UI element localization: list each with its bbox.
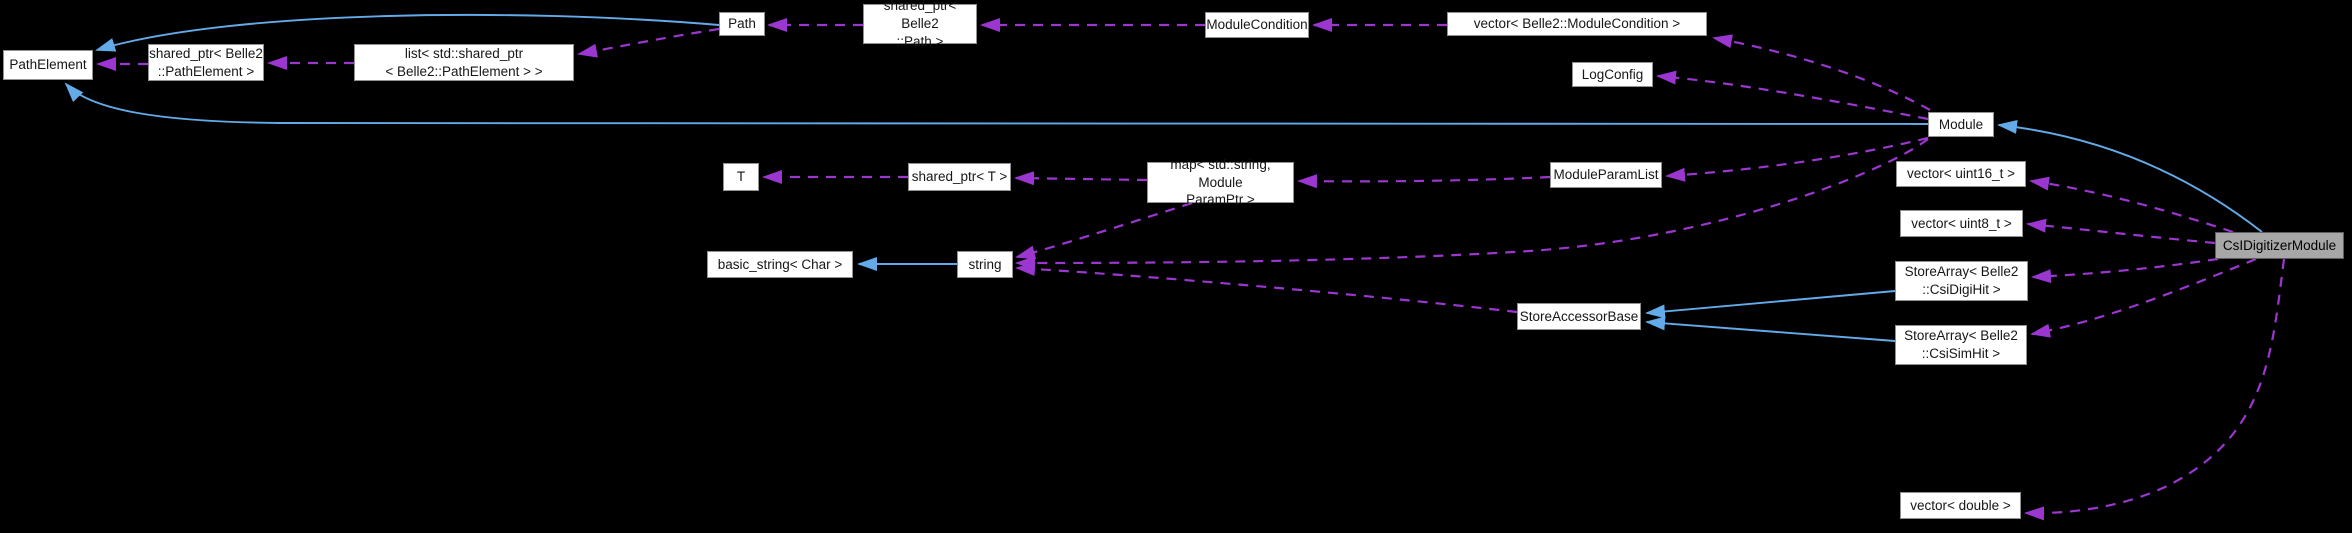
node-label: vector< Belle2::ModuleCondition > — [1473, 16, 1681, 32]
node-shared-ptr-pathelement[interactable]: shared_ptr< Belle2 ::PathElement > — [148, 44, 264, 81]
edge-csisimhit-storeaccessorbase — [1645, 316, 1896, 342]
node-label: LogConfig — [1581, 66, 1644, 82]
node-label: StoreArray< Belle2 ::CsiSimHit > — [1904, 328, 2018, 361]
edge-module-pathelement — [64, 82, 1929, 125]
edge-csidigitizermodule-csisimhit — [2030, 257, 2257, 338]
node-label: Module — [1938, 116, 1984, 132]
node-list-shared-ptr-pathelement[interactable]: list< std::shared_ptr < Belle2::PathElem… — [354, 44, 574, 81]
node-label: shared_ptr< Belle2 ::PathElement > — [149, 45, 263, 79]
node-pathelement[interactable]: PathElement — [3, 50, 93, 80]
node-storearray-csisimhit[interactable]: StoreArray< Belle2 ::CsiSimHit > — [1895, 325, 2027, 365]
node-vector-double[interactable]: vector< double > — [1900, 492, 2021, 519]
edge-module-vecmodulecondition — [1712, 34, 1931, 111]
edge-storeaccessorbase-string — [1015, 262, 1518, 314]
node-map-moduleparamptr[interactable]: map< std::string, Module ParamPtr > — [1147, 157, 1294, 207]
node-label: StoreArray< Belle2 ::CsiDigiHit > — [1904, 264, 2019, 297]
edge-map-spt — [1014, 171, 1148, 186]
edge-map-string — [1015, 201, 1193, 260]
node-shared-ptr-path[interactable]: shared_ptr< Belle2 ::Path > — [863, 0, 977, 49]
node-label: string — [968, 256, 1002, 272]
node-label: vector< double > — [1910, 497, 2011, 513]
node-label: shared_ptr< Belle2 ::Path > — [883, 0, 957, 49]
edge-path-pathelement — [95, 13, 720, 52]
edge-module-string — [1015, 138, 1929, 270]
node-label: list< std::shared_ptr < Belle2::PathElem… — [385, 45, 543, 79]
node-label: Path — [728, 16, 756, 32]
node-label: ModuleParamList — [1553, 167, 1659, 183]
node-vector-modulecondition[interactable]: vector< Belle2::ModuleCondition > — [1447, 12, 1707, 36]
node-path[interactable]: Path — [719, 12, 765, 36]
node-t[interactable]: T — [723, 163, 759, 191]
node-label: vector< uint16_t > — [1906, 166, 2016, 182]
node-storearray-csidigihit[interactable]: StoreArray< Belle2 ::CsiDigiHit > — [1895, 261, 2028, 301]
edge-csidigihit-storeaccessorbase — [1645, 290, 1896, 319]
node-label: shared_ptr< T > — [911, 169, 1008, 185]
node-label: CsIDigitizerModule — [2222, 237, 2337, 253]
edge-csidigitizermodule-vecuint8 — [2026, 218, 2216, 245]
node-logconfig[interactable]: LogConfig — [1572, 62, 1653, 87]
edge-moduleparamlist-map — [1297, 174, 1551, 189]
node-module[interactable]: Module — [1928, 112, 1994, 137]
edge-module-moduleparamlist — [1665, 136, 1929, 182]
edge-module-logconfig — [1656, 70, 1929, 121]
node-label: vector< uint8_t > — [1911, 215, 2012, 231]
node-label: map< std::string, Module ParamPtr > — [1170, 156, 1271, 208]
node-modulecondition[interactable]: ModuleCondition — [1205, 12, 1309, 38]
node-moduleparamlist[interactable]: ModuleParamList — [1550, 162, 1662, 188]
node-label: StoreAccessorBase — [1519, 308, 1639, 324]
edge-csidigitizermodule-csidigihit — [2031, 257, 2219, 284]
node-label: basic_string< Char > — [717, 256, 843, 272]
node-vector-uint8[interactable]: vector< uint8_t > — [1900, 210, 2023, 237]
node-label: PathElement — [9, 57, 87, 73]
edge-csidigitizermodule-vecuint16 — [2029, 176, 2234, 234]
edge-csidigitizermodule-vecdouble — [2024, 258, 2286, 521]
node-shared-ptr-t[interactable]: shared_ptr< T > — [908, 163, 1011, 191]
node-basic-string-char[interactable]: basic_string< Char > — [707, 251, 853, 278]
node-storeaccessorbase[interactable]: StoreAccessorBase — [1517, 303, 1641, 330]
edge-path-list — [577, 27, 720, 58]
node-label: ModuleCondition — [1206, 17, 1308, 33]
node-label: T — [736, 169, 746, 185]
node-csidigitizermodule[interactable]: CsIDigitizerModule — [2215, 232, 2344, 259]
edge-csidigitizermodule-module — [1997, 120, 2263, 233]
node-vector-uint16[interactable]: vector< uint16_t > — [1896, 161, 2026, 187]
node-string[interactable]: string — [957, 251, 1013, 278]
